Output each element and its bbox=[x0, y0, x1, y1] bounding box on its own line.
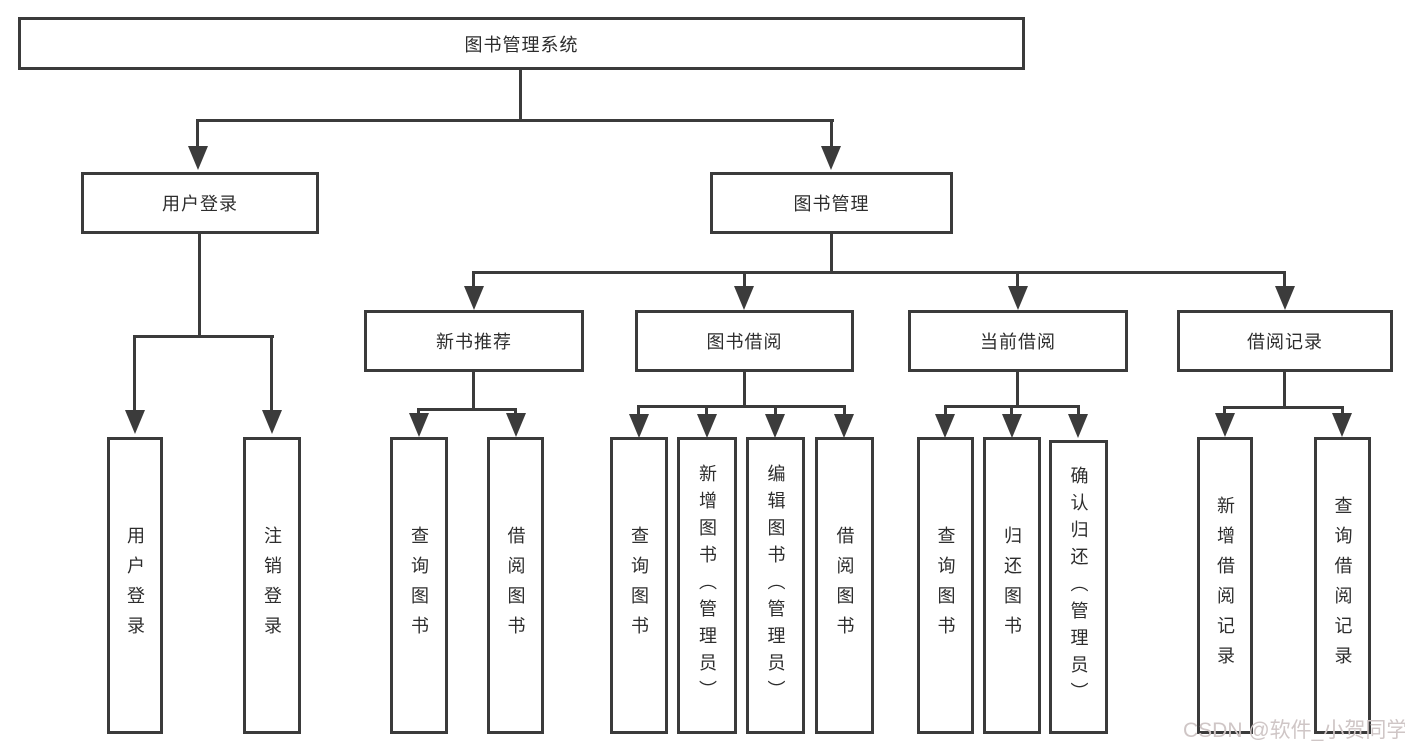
connector-user-login-leaf-drop bbox=[133, 335, 136, 413]
arrow-down-icon bbox=[125, 410, 145, 434]
arrow-down-icon bbox=[734, 286, 754, 310]
connector-user-login-branch bbox=[133, 335, 274, 338]
connector-br-add-drop bbox=[1223, 406, 1226, 414]
connector-book-borrow-branch bbox=[637, 405, 846, 408]
node-cb-query-books: 查询图书 bbox=[917, 437, 974, 734]
connector-rec-query-drop bbox=[417, 408, 420, 416]
arrow-down-icon bbox=[409, 413, 429, 437]
connector-current-borrow-drop bbox=[1016, 271, 1019, 289]
connector-cb-return-drop bbox=[1010, 405, 1013, 416]
connector-bb-query-drop bbox=[637, 405, 640, 416]
connector-user-login-drop bbox=[196, 119, 199, 149]
connector-cb-query-drop bbox=[944, 405, 947, 416]
connector-bb-edit-drop bbox=[774, 405, 777, 416]
node-book-management: 图书管理 bbox=[710, 172, 953, 234]
connector-br-query-drop bbox=[1341, 406, 1344, 414]
connector-borrow-record-drop bbox=[1283, 271, 1286, 289]
node-bb-borrow-books: 借阅图书 bbox=[815, 437, 874, 734]
connector-cb-confirm-drop bbox=[1077, 405, 1080, 416]
node-cb-confirm-return-admin: 确认归还（管理员） bbox=[1049, 440, 1108, 734]
arrow-down-icon bbox=[765, 414, 785, 438]
node-book-borrow: 图书借阅 bbox=[635, 310, 854, 372]
connector-bb-borrow-drop bbox=[843, 405, 846, 416]
node-br-query-record: 查询借阅记录 bbox=[1314, 437, 1371, 734]
node-rec-query-books: 查询图书 bbox=[390, 437, 448, 734]
node-rec-borrow-books: 借阅图书 bbox=[487, 437, 544, 734]
arrow-down-icon bbox=[821, 146, 841, 170]
connector-borrow-record-branch bbox=[1223, 406, 1344, 409]
connector-book-borrow-drop bbox=[743, 271, 746, 289]
arrow-down-icon bbox=[935, 414, 955, 438]
connector-rec-borrow-drop bbox=[514, 408, 517, 416]
connector-book-mgmt-stem bbox=[830, 234, 833, 271]
connector-book-mgmt-drop bbox=[830, 119, 833, 149]
arrow-down-icon bbox=[834, 414, 854, 438]
arrow-down-icon bbox=[506, 413, 526, 437]
connector-new-book-rec-drop bbox=[472, 271, 475, 289]
connector-level3-branch bbox=[472, 271, 1286, 274]
arrow-down-icon bbox=[262, 410, 282, 434]
connector-new-rec-stem bbox=[472, 372, 475, 408]
arrow-down-icon bbox=[1332, 413, 1352, 437]
node-user-login: 用户登录 bbox=[81, 172, 319, 234]
arrow-down-icon bbox=[188, 146, 208, 170]
arrow-down-icon bbox=[464, 286, 484, 310]
connector-root-stem bbox=[519, 70, 522, 119]
arrow-down-icon bbox=[1215, 413, 1235, 437]
arrow-down-icon bbox=[1068, 414, 1088, 438]
csdn-watermark: CSDN @软件_小贺同学 bbox=[1183, 719, 1405, 742]
node-library-management-system: 图书管理系统 bbox=[18, 17, 1025, 70]
connector-book-borrow-stem bbox=[743, 372, 746, 405]
arrow-down-icon bbox=[1008, 286, 1028, 310]
arrow-down-icon bbox=[1002, 414, 1022, 438]
arrow-down-icon bbox=[697, 414, 717, 438]
arrow-down-icon bbox=[629, 414, 649, 438]
connector-level1-branch bbox=[197, 119, 834, 122]
node-current-borrow: 当前借阅 bbox=[908, 310, 1128, 372]
connector-current-borrow-stem bbox=[1016, 372, 1019, 405]
arrow-down-icon bbox=[1275, 286, 1295, 310]
connector-user-login-stem bbox=[198, 234, 201, 335]
connector-new-rec-branch bbox=[417, 408, 517, 411]
node-br-add-record: 新增借阅记录 bbox=[1197, 437, 1253, 734]
node-bb-query-books: 查询图书 bbox=[610, 437, 668, 734]
connector-borrow-record-stem bbox=[1283, 372, 1286, 406]
node-borrow-record: 借阅记录 bbox=[1177, 310, 1393, 372]
node-bb-edit-books-admin: 编辑图书（管理员） bbox=[746, 437, 805, 734]
connector-bb-add-drop bbox=[705, 405, 708, 416]
connector-logout-leaf-drop bbox=[270, 335, 273, 413]
node-cb-return-books: 归还图书 bbox=[983, 437, 1041, 734]
node-user-login-leaf: 用户登录 bbox=[107, 437, 163, 734]
node-bb-add-books-admin: 新增图书（管理员） bbox=[677, 437, 737, 734]
node-logout-leaf: 注销登录 bbox=[243, 437, 301, 734]
node-new-book-recommend: 新书推荐 bbox=[364, 310, 584, 372]
